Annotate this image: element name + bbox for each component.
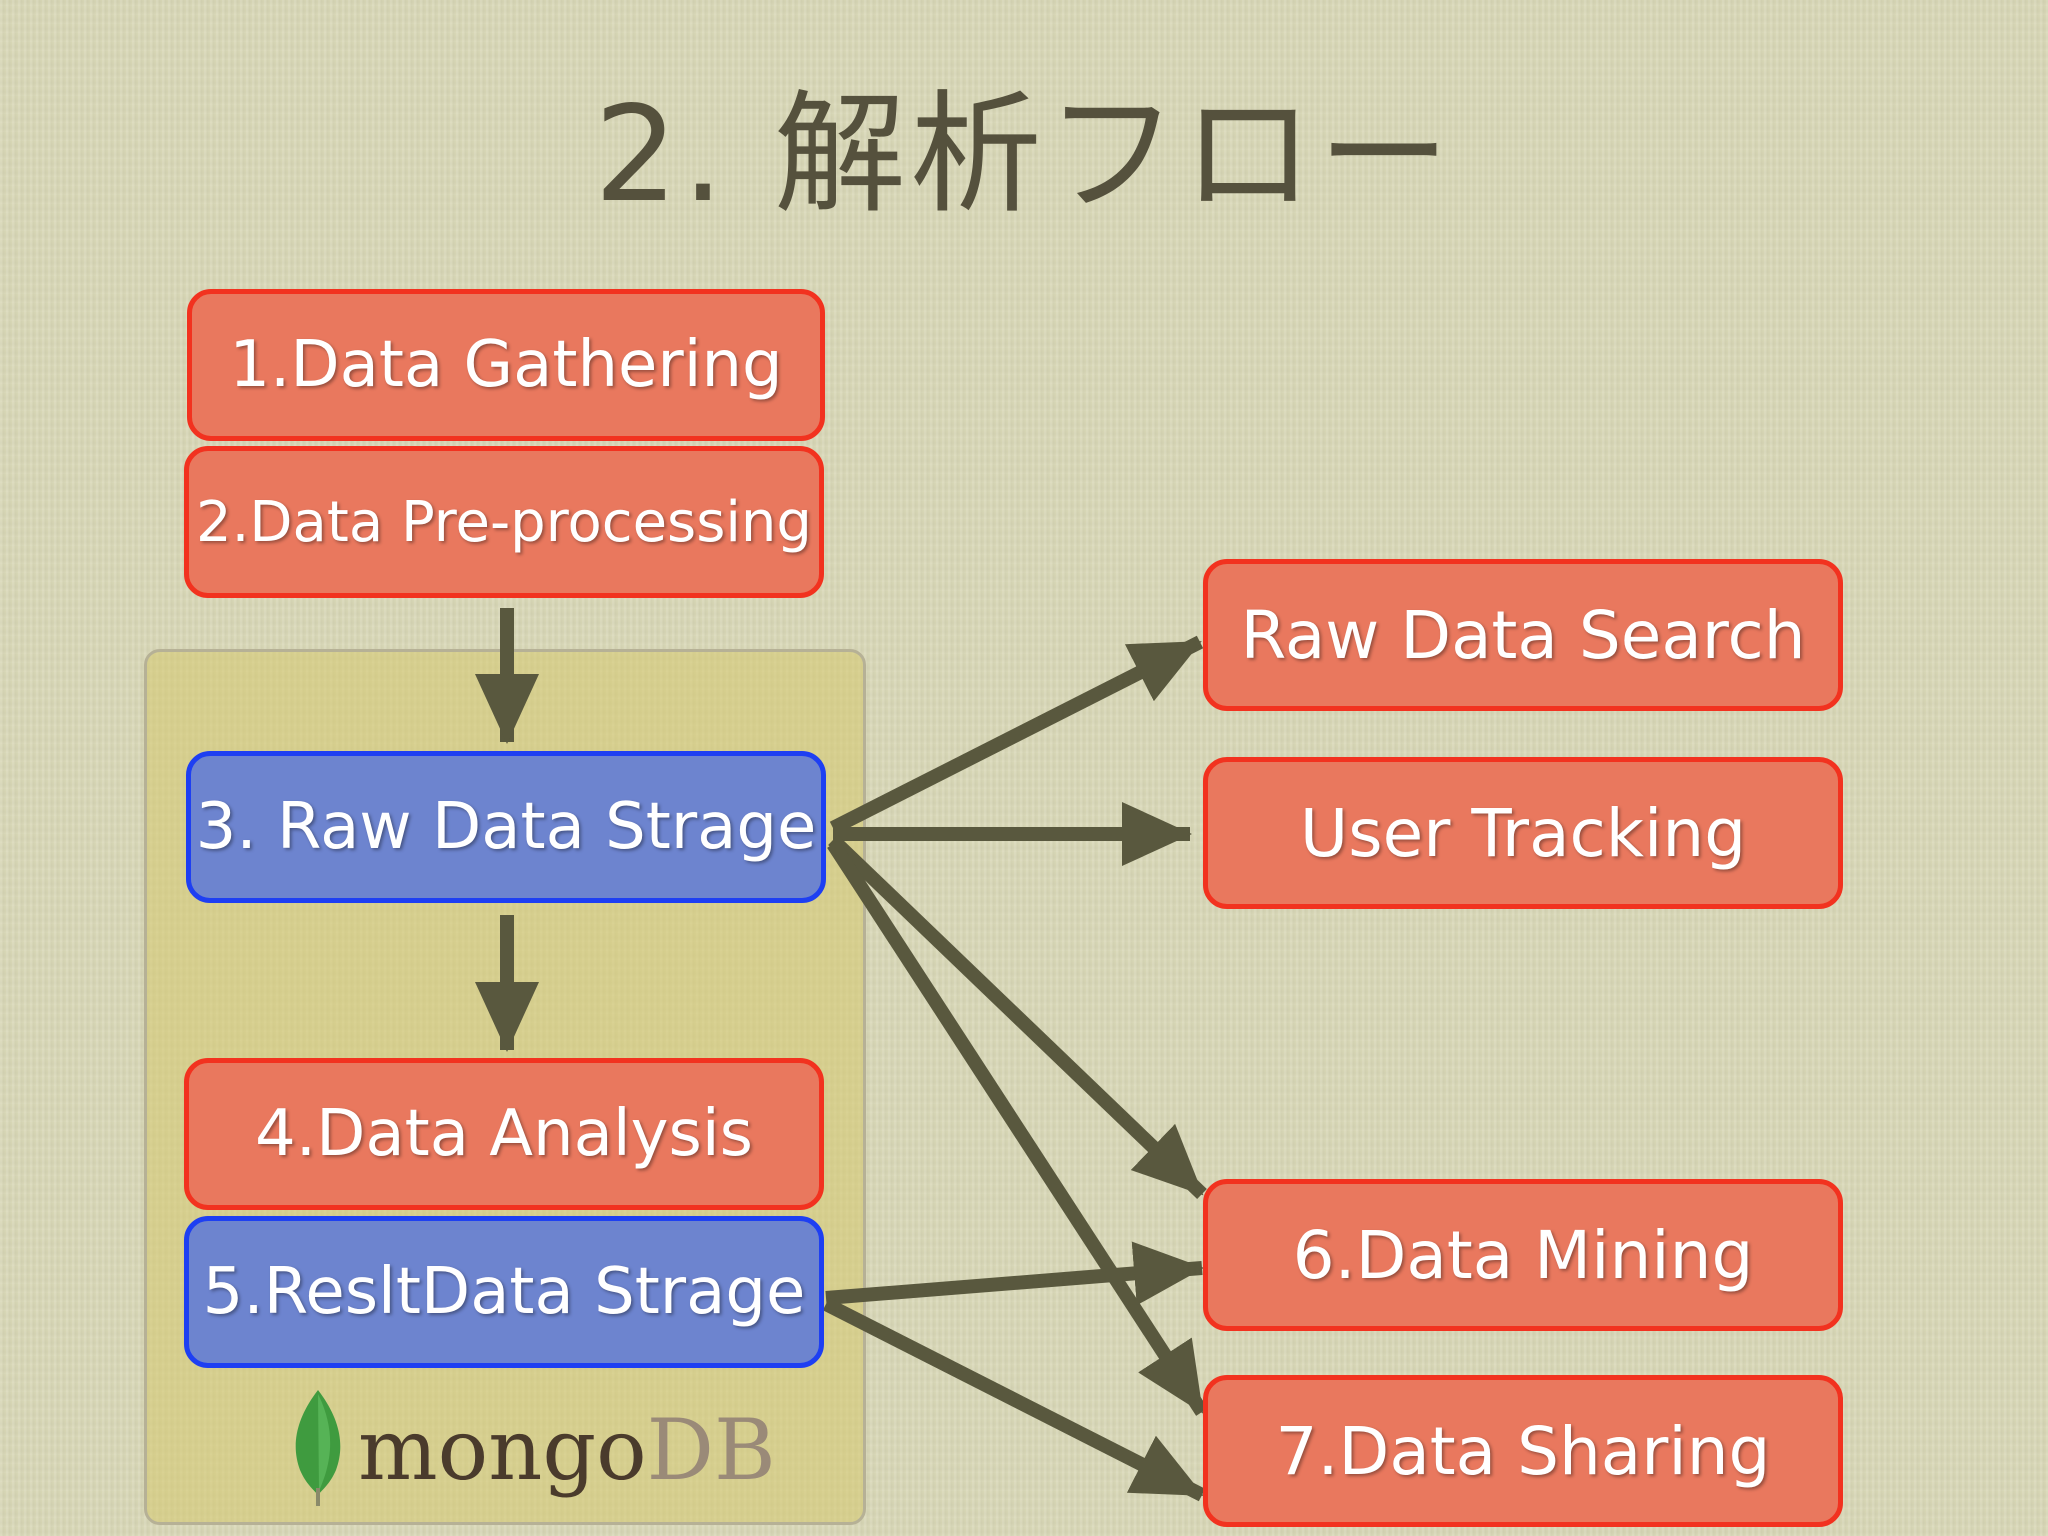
mongodb-leaf-icon (295, 1390, 341, 1506)
node-raw-data-storage-label: 3. Raw Data Strage (195, 790, 817, 864)
node-data-gathering: 1.Data Gathering (187, 289, 825, 441)
node-data-mining-label: 6.Data Mining (1292, 1216, 1754, 1294)
node-raw-data-storage: 3. Raw Data Strage (186, 751, 826, 903)
node-data-gathering-label: 1.Data Gathering (229, 328, 783, 402)
mongodb-logo: mongoDB (288, 1388, 776, 1518)
node-data-analysis-label: 4.Data Analysis (255, 1097, 753, 1171)
node-raw-data-search-label: Raw Data Search (1240, 596, 1806, 674)
node-user-tracking-label: User Tracking (1299, 794, 1747, 872)
mongodb-wordmark-db: DB (646, 1401, 776, 1499)
arrow-raw-storage-to-mining (828, 834, 1207, 1200)
arrow-result-storage-to-sharing (822, 1297, 1206, 1502)
node-data-preprocessing: 2.Data Pre-processing (184, 446, 824, 598)
node-data-sharing-label: 7.Data Sharing (1275, 1412, 1771, 1490)
arrow-result-storage-to-mining (825, 1241, 1204, 1306)
node-raw-data-search: Raw Data Search (1203, 559, 1843, 711)
slide-title: 2. 解析フロー (594, 78, 1454, 232)
mongodb-wordmark: mongoDB (358, 1390, 776, 1510)
node-result-data-storage-label: 5.ResltData Strage (202, 1255, 806, 1329)
arrow-raw-storage-to-sharing (827, 840, 1208, 1416)
node-user-tracking: User Tracking (1203, 757, 1843, 909)
node-data-analysis: 4.Data Analysis (184, 1058, 824, 1210)
node-data-preprocessing-label: 2.Data Pre-processing (196, 489, 812, 555)
mongodb-wordmark-mongo: mongo (358, 1401, 647, 1499)
arrow-raw-storage-to-raw-search (829, 635, 1204, 835)
node-result-data-storage: 5.ResltData Strage (184, 1216, 824, 1368)
node-data-sharing: 7.Data Sharing (1203, 1375, 1843, 1527)
node-data-mining: 6.Data Mining (1203, 1179, 1843, 1331)
